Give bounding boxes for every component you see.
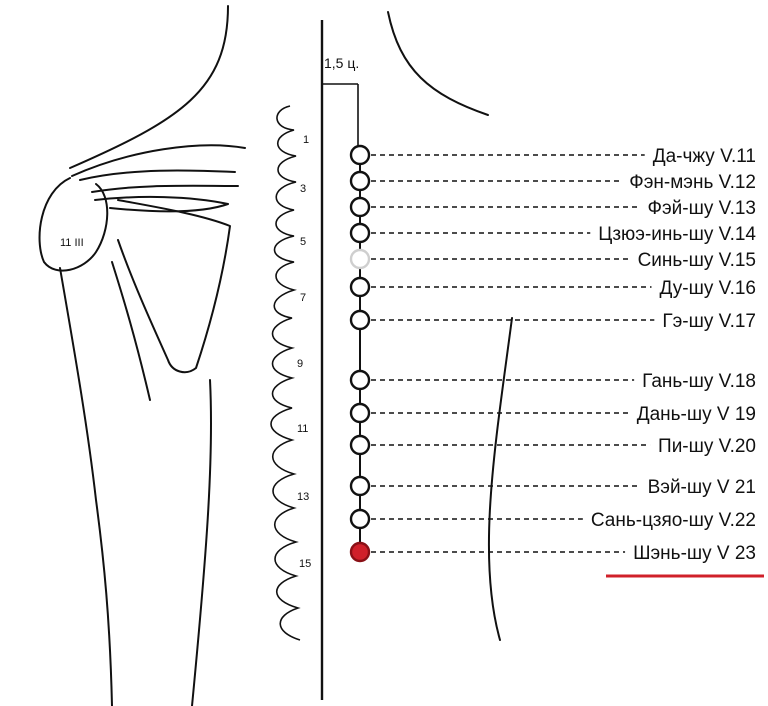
acupoint-label: Сань-цзяо-шу V.22 xyxy=(591,510,756,531)
acupoint-marker xyxy=(351,371,369,389)
acupoint-row: Цзюэ-инь-шу V.14 xyxy=(351,224,756,245)
vertebra-numbers: 1 3 5 7 9 11 13 15 xyxy=(297,134,311,570)
acupoint-marker xyxy=(351,477,369,495)
acupoint-marker xyxy=(351,146,369,164)
acupoint-label: Гэ-шу V.17 xyxy=(662,311,756,332)
vertebra-number: 13 xyxy=(297,491,309,503)
back-right-contour xyxy=(489,318,512,640)
scapula-body xyxy=(118,200,230,372)
scapula-spine xyxy=(95,197,228,211)
vertebra-number: 9 xyxy=(297,358,303,370)
acupoint-row: Фэй-шу V.13 xyxy=(351,198,756,219)
measure-label: 1,5 ц. xyxy=(324,55,359,71)
acupoint-marker xyxy=(351,250,369,268)
acupoint-row: Синь-шу V.15 xyxy=(351,250,756,271)
acupoint-row: Ду-шу V.16 xyxy=(351,278,756,299)
acupoint-label: Пи-шу V.20 xyxy=(658,436,756,457)
vertebra-number: 1 xyxy=(303,134,309,146)
acupoint-label: Дань-шу V 19 xyxy=(637,404,756,425)
acupoint-label: Шэнь-шу V 23 xyxy=(633,543,756,564)
neck-right-contour xyxy=(388,12,488,115)
acupoint-row: Шэнь-шу V 23 xyxy=(351,543,756,564)
acupoint-label: Цзюэ-инь-шу V.14 xyxy=(598,224,756,245)
acupoint-label: Фэн-мэнь V.12 xyxy=(629,172,756,193)
acupoint-row: Сань-цзяо-шу V.22 xyxy=(351,510,756,531)
acupoint-label: Фэй-шу V.13 xyxy=(648,198,756,219)
acupoint-row: Пи-шу V.20 xyxy=(351,436,756,457)
acupoint-marker-highlighted xyxy=(351,543,369,561)
acupoint-marker xyxy=(351,224,369,242)
acupoint-label: Вэй-шу V 21 xyxy=(648,477,756,498)
acupoint-label: Гань-шу V.18 xyxy=(642,371,756,392)
vertebra-number: 5 xyxy=(300,236,306,248)
acupoint-marker xyxy=(351,510,369,528)
acupoint-label: Ду-шу V.16 xyxy=(660,278,756,299)
acupoint-marker xyxy=(351,436,369,454)
acupoint-row: Вэй-шу V 21 xyxy=(351,477,756,498)
acupoint-row: Гэ-шу V.17 xyxy=(351,311,756,332)
torso-left-contour xyxy=(192,380,211,706)
acupoint-row: Фэн-мэнь V.12 xyxy=(351,172,756,193)
vertebra-number: 15 xyxy=(299,558,311,570)
acupoint-label: Да-чжу V.11 xyxy=(653,146,756,167)
acupoint-marker xyxy=(351,311,369,329)
armpit-contour xyxy=(112,262,150,400)
acupoint-marker xyxy=(351,278,369,296)
acupoint-row: Да-чжу V.11 xyxy=(351,146,756,167)
acupoint-marker xyxy=(351,172,369,190)
arm-contour xyxy=(60,268,112,706)
vertebra-number: 11 xyxy=(297,423,308,435)
clavicle-lower xyxy=(92,186,238,192)
acupoint-row: Дань-шу V 19 xyxy=(351,404,756,425)
vertebra-outline xyxy=(271,106,300,640)
acupoint-marker xyxy=(351,198,369,216)
clavicle xyxy=(80,170,235,180)
neck-left-contour xyxy=(70,6,228,168)
vertebra-number: 7 xyxy=(300,292,306,304)
acupoint-row: Гань-шу V.18 xyxy=(351,371,756,392)
shoulder-mark: 11 III xyxy=(60,237,84,249)
acupoint-label: Синь-шу V.15 xyxy=(638,250,756,271)
measurement-bracket xyxy=(322,84,358,150)
vertebra-number: 3 xyxy=(300,183,306,195)
acupoint-marker xyxy=(351,404,369,422)
